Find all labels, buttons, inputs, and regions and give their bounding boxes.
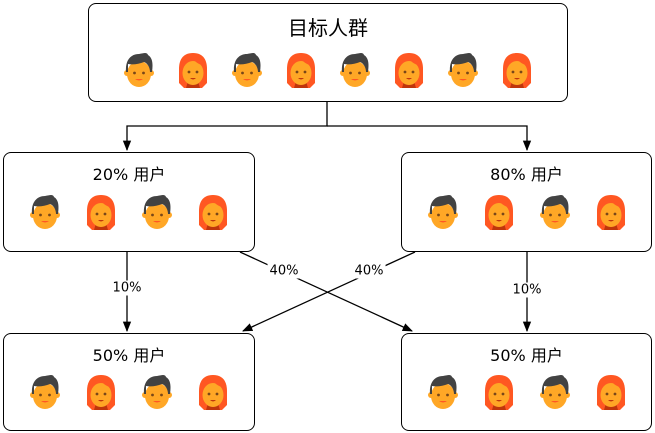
edge-label-left-down: 10% xyxy=(110,280,144,296)
female-avatar-icon xyxy=(482,373,516,411)
avatar-row xyxy=(4,193,254,231)
edge-label-left-cross: 40% xyxy=(267,263,301,279)
avatar-row xyxy=(402,373,651,411)
male-avatar-icon xyxy=(446,51,480,89)
avatar-row xyxy=(402,193,651,231)
male-avatar-icon xyxy=(140,373,174,411)
male-avatar-icon xyxy=(28,373,62,411)
female-avatar-icon xyxy=(500,51,534,89)
female-avatar-icon xyxy=(176,51,210,89)
female-avatar-icon xyxy=(196,193,230,231)
node-title: 80% 用户 xyxy=(490,165,563,184)
node-title: 目标人群 xyxy=(288,16,368,40)
male-avatar-icon xyxy=(538,193,572,231)
root-to-right-arrow xyxy=(327,125,532,152)
male-avatar-icon xyxy=(140,193,174,231)
male-avatar-icon xyxy=(538,373,572,411)
mid-right-node: 80% 用户 xyxy=(401,152,652,252)
root-node: 目标人群 xyxy=(88,3,568,102)
node-title: 50% 用户 xyxy=(92,346,166,365)
root-stem xyxy=(122,101,328,152)
male-avatar-icon xyxy=(426,193,460,231)
male-avatar-icon xyxy=(122,51,156,89)
female-avatar-icon xyxy=(482,193,516,231)
node-title: 50% 用户 xyxy=(490,346,563,365)
female-avatar-icon xyxy=(594,373,628,411)
left-cross-arrow xyxy=(239,251,413,332)
avatar-row xyxy=(4,373,254,411)
female-avatar-icon xyxy=(84,193,118,231)
female-avatar-icon xyxy=(594,193,628,231)
male-avatar-icon xyxy=(28,193,62,231)
female-avatar-icon xyxy=(392,51,426,89)
bottom-left-node: 50% 用户 xyxy=(3,333,255,431)
male-avatar-icon xyxy=(230,51,264,89)
node-title: 20% 用户 xyxy=(92,165,166,184)
bottom-right-node: 50% 用户 xyxy=(401,333,652,431)
female-avatar-icon xyxy=(84,373,118,411)
male-avatar-icon xyxy=(338,51,372,89)
edge-label-right-cross: 40% xyxy=(352,263,386,279)
right-cross-arrow xyxy=(242,251,416,332)
avatar-row xyxy=(89,51,567,89)
edge-label-right-down: 10% xyxy=(510,282,544,298)
female-avatar-icon xyxy=(196,373,230,411)
male-avatar-icon xyxy=(426,373,460,411)
female-avatar-icon xyxy=(284,51,318,89)
mid-left-node: 20% 用户 xyxy=(3,152,255,252)
